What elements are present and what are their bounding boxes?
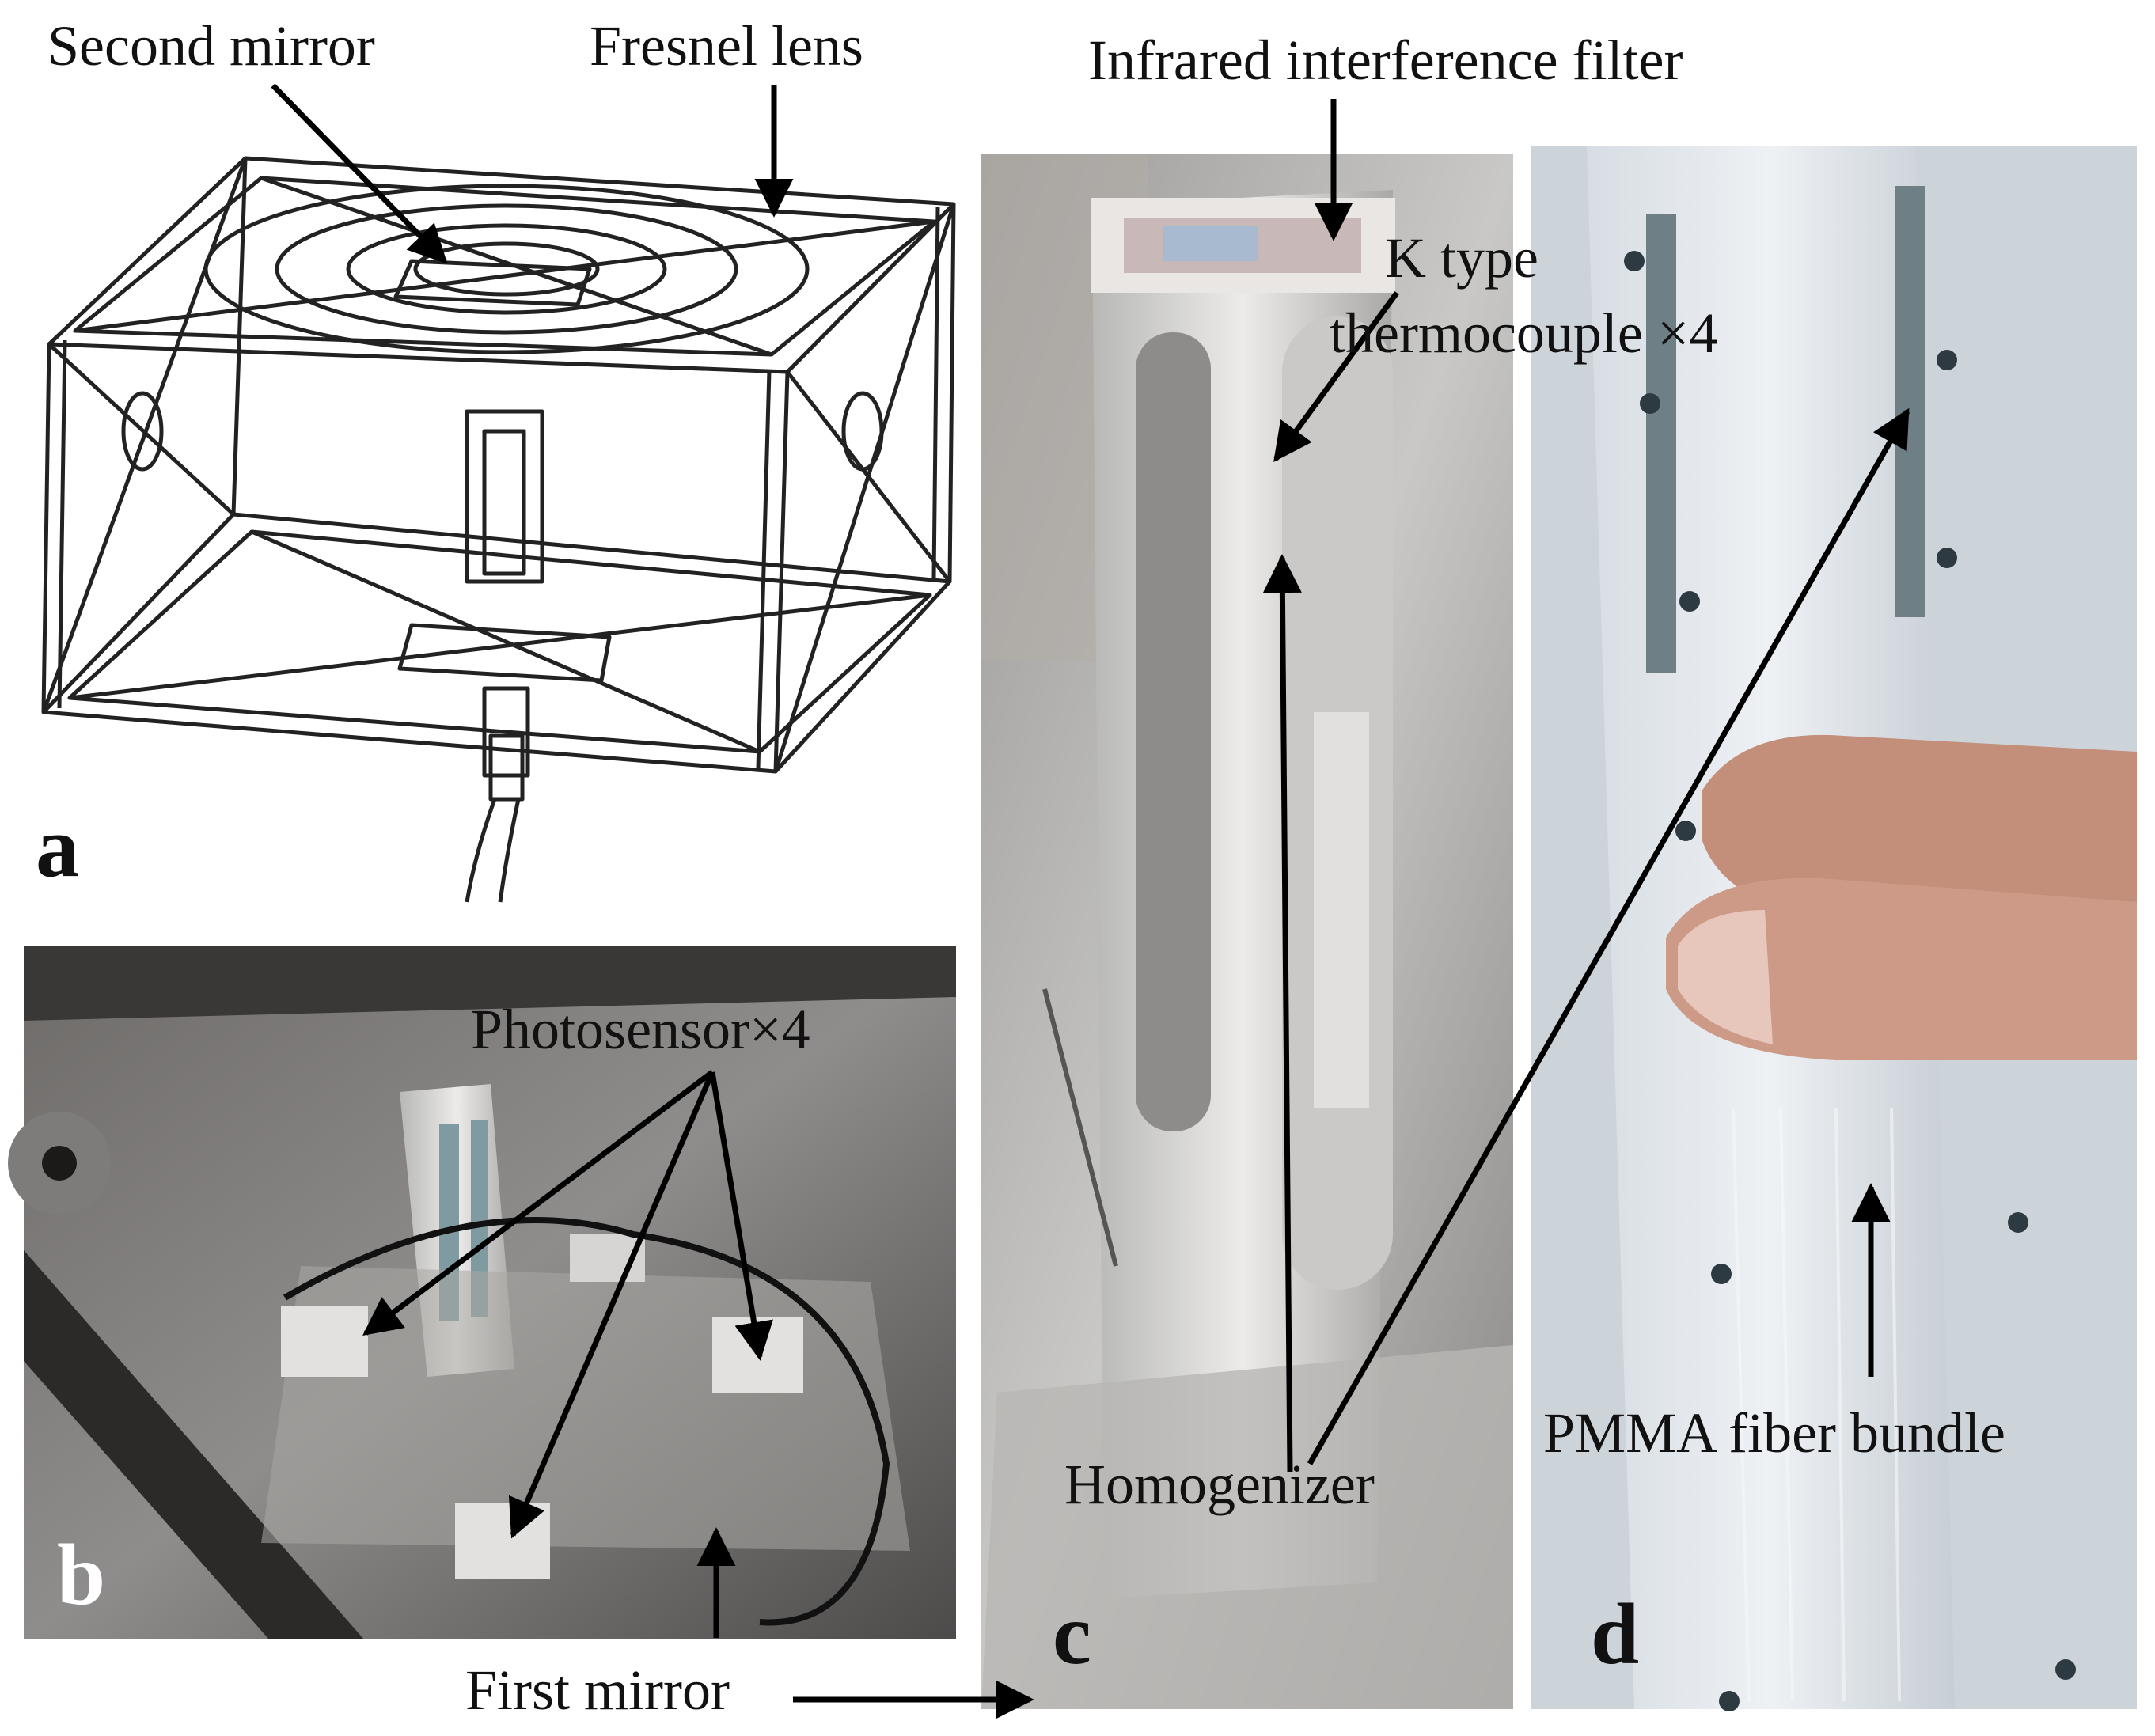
arrow-thermocouple-d <box>1307 407 1910 1465</box>
label-homogenizer: Homogenizer <box>1064 1453 1375 1516</box>
label-ir-filter: Infrared interference filter <box>1088 28 1683 92</box>
label-pmma: PMMA fiber bundle <box>1543 1401 2005 1465</box>
panel-d-photo <box>1531 146 2137 1711</box>
panel-letter-d: d <box>1591 1586 1640 1682</box>
arrow-photosensor-3 <box>508 1071 715 1539</box>
label-second-mirror: Second mirror <box>47 14 375 78</box>
arrow-photosensor-2 <box>709 1071 773 1361</box>
label-photosensor: Photosensor×4 <box>471 998 810 1061</box>
annotation-arrows <box>271 83 1910 1719</box>
arrow-thermocouple-c <box>1273 290 1399 462</box>
panel-letter-a: a <box>36 798 79 895</box>
arrow-second-mirror <box>271 83 448 264</box>
panel-b-photo <box>8 946 956 1639</box>
panel-letter-b: b <box>57 1526 106 1623</box>
panel-a-drawing <box>41 156 956 903</box>
arrow-homogenizer-1 <box>1262 554 1302 1473</box>
arrow-photosensor-1 <box>362 1070 715 1336</box>
label-fresnel-lens: Fresnel lens <box>590 14 863 78</box>
panel-letter-c: c <box>1053 1586 1091 1682</box>
label-thermocouple-line2: thermocouple ×4 <box>1330 301 1718 365</box>
label-first-mirror: First mirror <box>465 1658 730 1722</box>
panel-c-photo <box>981 154 1513 1709</box>
label-thermocouple-line1: K type <box>1385 226 1538 290</box>
